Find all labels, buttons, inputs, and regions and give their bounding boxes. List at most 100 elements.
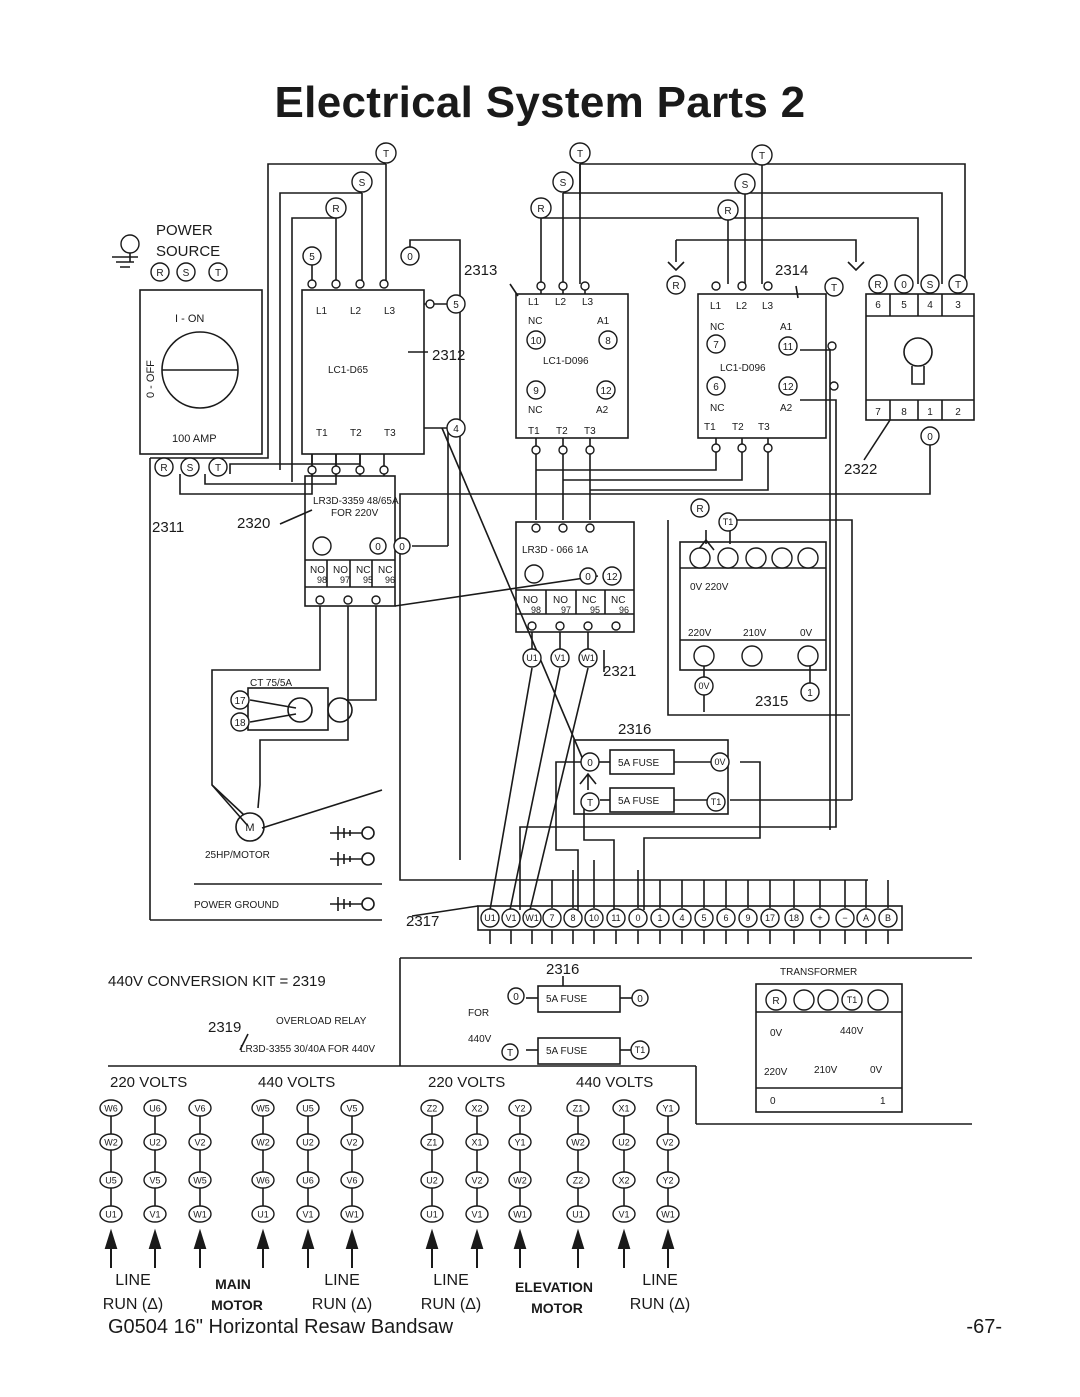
transformer-primary: 0V [770,1028,783,1039]
overload-terminal: 12 [602,566,622,586]
switch-position: 4 [927,300,933,311]
terminal-label: L2 [736,301,748,312]
supply-terminal-s: S [351,171,373,193]
connector-dot [307,465,317,475]
wire [211,606,321,827]
fuse-label: 5A FUSE [618,758,659,769]
terminal-label: T2 [556,426,568,437]
terminal-label: L1 [710,301,722,312]
power-source-terminal: R [150,262,170,282]
power-source-terminal: S [176,262,196,282]
contact-label: NC [710,403,724,414]
line-arrow [513,1228,527,1268]
overload-2321-box [515,521,635,633]
power-source-terminal: T [208,262,228,282]
connector-dot [763,281,773,291]
contact-number: 97 [340,575,350,585]
transformer-secondary: 220V [688,628,712,639]
terminal-label: L3 [582,297,594,308]
terminal-label: R [537,204,544,215]
terminal-label: 7 [549,913,554,923]
power-source-label: SOURCE [156,243,220,260]
wire [257,606,349,809]
motor-lead-label: W2 [104,1138,118,1148]
contact-label: NC [528,316,542,327]
connector-dot [343,595,353,605]
terminal-block: V1 [501,908,521,928]
motor-lead-label: W2 [571,1138,585,1148]
terminal-label: T2 [732,422,744,433]
terminal-label: T2 [350,428,362,439]
terminal-label: T1 [528,426,540,437]
voltage-label: 220 VOLTS [110,1074,187,1091]
supply-terminal-r: R [530,197,552,219]
contact-number: 98 [531,605,541,615]
motor-lead-label: U1 [572,1210,584,1220]
terminal-label: T [759,151,765,162]
wire [863,419,891,461]
contact-number: 98 [317,575,327,585]
terminal-block: − [835,908,855,928]
connector-dot [558,445,568,455]
terminal-label: 4 [453,424,459,435]
transformer-secondary: 210V [743,628,767,639]
terminal-label: A [863,913,869,923]
coil-label: A1 [597,316,610,327]
terminal-block: 17 [760,908,780,928]
connector-dot [355,279,365,289]
fuse-terminal: T [580,792,600,812]
line-arrow [617,1228,631,1268]
connector-dot [585,523,595,533]
overload-relay-label: OVERLOAD RELAY [276,1016,367,1027]
contact-label: NC [528,405,542,416]
terminal-label: S [560,178,567,189]
terminal-label: 11 [783,342,794,353]
terminal-label: 0V [714,757,725,767]
motor-lead-label: Y2 [662,1176,673,1186]
contactor-model: LC1-D096 [720,363,766,374]
transformer-secondary: 210V [814,1065,838,1076]
terminal-label: T [507,1048,513,1059]
run-label: RUN (Δ) [103,1296,163,1313]
terminal-block: U1 [480,908,500,928]
connector-dot [331,279,341,289]
terminal-block: 4 [672,908,692,928]
part-number-2316: 2316 [546,961,579,978]
transformer-output: 0 [770,1096,776,1107]
line-arrow [256,1228,270,1268]
terminal-label: 0 [375,542,381,553]
supply-terminal-r: R [717,199,739,221]
reset-dial [312,536,332,556]
coil-terminal: 5 [302,246,322,266]
overload-terminal: 0 [369,537,387,555]
terminal-label: − [842,913,847,923]
connector-dot [829,381,839,391]
contact-terminal: 6 [706,376,726,396]
ground-terminal [120,234,140,254]
coil-terminal: 0 [400,246,420,266]
motor-lead-label: U1 [257,1210,269,1220]
switch-position: 5 [901,300,907,311]
conversion-kit-title: 440V CONVERSION KIT = 2319 [108,973,326,990]
terminal-label: S [187,463,194,474]
terminal-strip-2317 [477,905,903,931]
motor-lead-label: V5 [346,1104,357,1114]
supply-terminal-s: S [734,173,756,195]
connector-dot [527,621,537,631]
terminal-label: 12 [606,572,618,583]
run-label: RUN (Δ) [312,1296,372,1313]
contact-number: 95 [363,575,373,585]
motor-lead-label: W1 [513,1210,527,1220]
transformer-output: 1 [880,1096,886,1107]
fuse-label: 5A FUSE [618,796,659,807]
terminal-label: 12 [600,386,612,397]
wire [676,239,857,262]
motor-lead-label: U5 [105,1176,117,1186]
voltage-label: 440 VOLTS [258,1074,335,1091]
coil-terminal: 5 [446,294,466,314]
terminal-label: R [874,280,881,291]
terminal-label: + [817,913,822,923]
terminal-label: T1 [723,517,734,527]
main-motor-label: MOTOR [211,1297,263,1313]
